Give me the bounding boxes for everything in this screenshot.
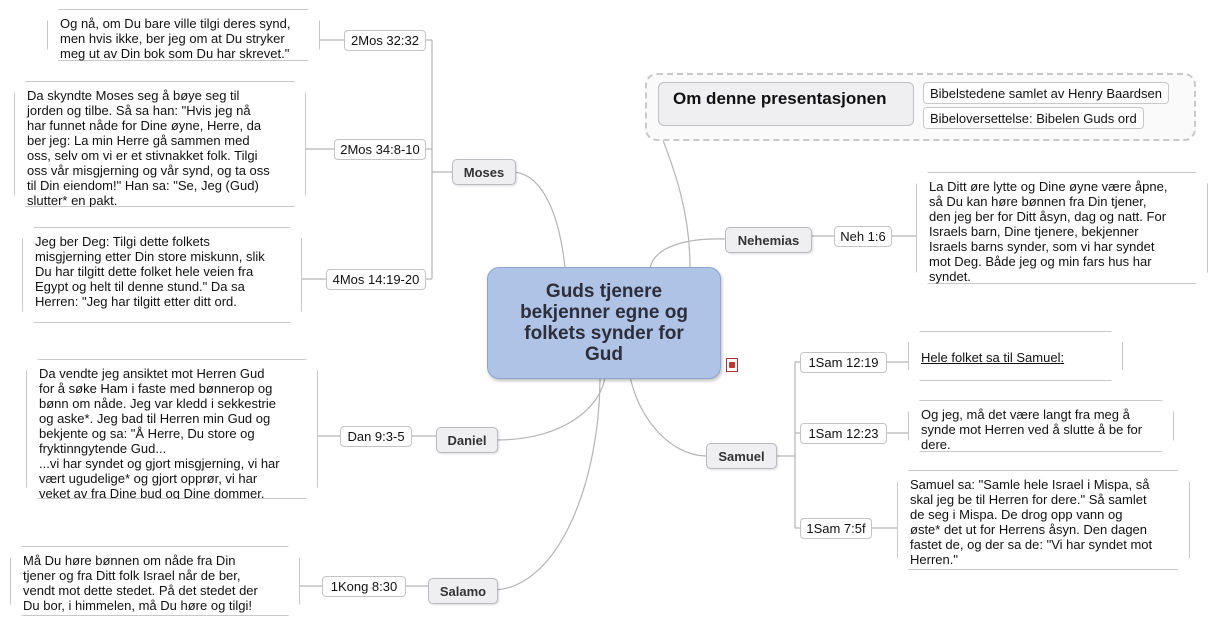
- note-dan-9-3-5[interactable]: Da vendte jeg ansiktet mot Herren Gud fo…: [26, 359, 318, 499]
- ref-1sam-12-19[interactable]: 1Sam 12:19: [800, 352, 887, 373]
- ref-1kong-8-30[interactable]: 1Kong 8:30: [322, 576, 406, 597]
- note-neh-1-6[interactable]: La Ditt øre lytte og Dine øyne være åpne…: [916, 172, 1208, 284]
- branch-daniel[interactable]: Daniel: [436, 427, 498, 453]
- branch-salamo[interactable]: Salamo: [428, 578, 498, 604]
- note-heading: Hele folket sa til Samuel:: [921, 350, 1065, 365]
- ref-dan-9-3-5[interactable]: Dan 9:3-5: [340, 426, 412, 447]
- branch-samuel[interactable]: Samuel: [706, 443, 777, 469]
- note-text: Og nå, om Du bare ville tilgi deres synd…: [60, 16, 291, 61]
- ref-neh-1-6[interactable]: Neh 1:6: [834, 226, 892, 247]
- document-icon[interactable]: [726, 358, 738, 372]
- branch-moses[interactable]: Moses: [452, 159, 516, 185]
- note-1kong-8-30[interactable]: Må Du høre bønnen om nåde fra Din tjener…: [10, 546, 300, 616]
- note-1sam-12-19[interactable]: Hele folket sa til Samuel: "Be til Herre…: [908, 331, 1123, 381]
- about-title[interactable]: Om denne presentasjonen: [658, 82, 914, 126]
- note-4mos-14-19-20[interactable]: Jeg ber Deg: Tilgi dette folkets misgjer…: [22, 227, 302, 323]
- note-2mos-32-32[interactable]: Og nå, om Du bare ville tilgi deres synd…: [47, 9, 320, 61]
- branch-nehemias[interactable]: Nehemias: [725, 227, 812, 253]
- about-item-translation[interactable]: Bibeloversettelse: Bibelen Guds ord: [923, 107, 1144, 129]
- ref-1sam-7-5f[interactable]: 1Sam 7:5f: [800, 518, 872, 539]
- ref-2mos-32-32[interactable]: 2Mos 32:32: [344, 30, 426, 51]
- note-1sam-12-23[interactable]: Og jeg, må det være langt fra meg å synd…: [908, 400, 1174, 452]
- ref-2mos-34-8-10[interactable]: 2Mos 34:8-10: [334, 139, 426, 160]
- note-text: Da skyndte Moses seg å bøye seg til jord…: [27, 88, 270, 208]
- note-2mos-34-8-10[interactable]: Da skyndte Moses seg å bøye seg til jord…: [14, 81, 306, 207]
- note-text: Må Du høre bønnen om nåde fra Din tjener…: [23, 553, 258, 613]
- about-item-compiler[interactable]: Bibelstedene samlet av Henry Baardsen: [923, 82, 1169, 104]
- ref-1sam-12-23[interactable]: 1Sam 12:23: [800, 423, 887, 444]
- central-topic-label: Guds tjenere bekjenner egne og folkets s…: [520, 281, 688, 365]
- note-text: Samuel sa: "Samle hele Israel i Mispa, s…: [910, 477, 1153, 567]
- ref-4mos-14-19-20[interactable]: 4Mos 14:19-20: [326, 269, 426, 290]
- central-topic[interactable]: Guds tjenere bekjenner egne og folkets s…: [487, 267, 721, 379]
- note-text: Jeg ber Deg: Tilgi dette folkets misgjer…: [35, 234, 265, 309]
- note-text: Da vendte jeg ansiktet mot Herren Gud fo…: [39, 366, 280, 501]
- note-1sam-7-5f[interactable]: Samuel sa: "Samle hele Israel i Mispa, s…: [897, 470, 1190, 570]
- note-text: La Ditt øre lytte og Dine øyne være åpne…: [929, 179, 1168, 284]
- note-text: Og jeg, må det være langt fra meg å synd…: [921, 407, 1143, 452]
